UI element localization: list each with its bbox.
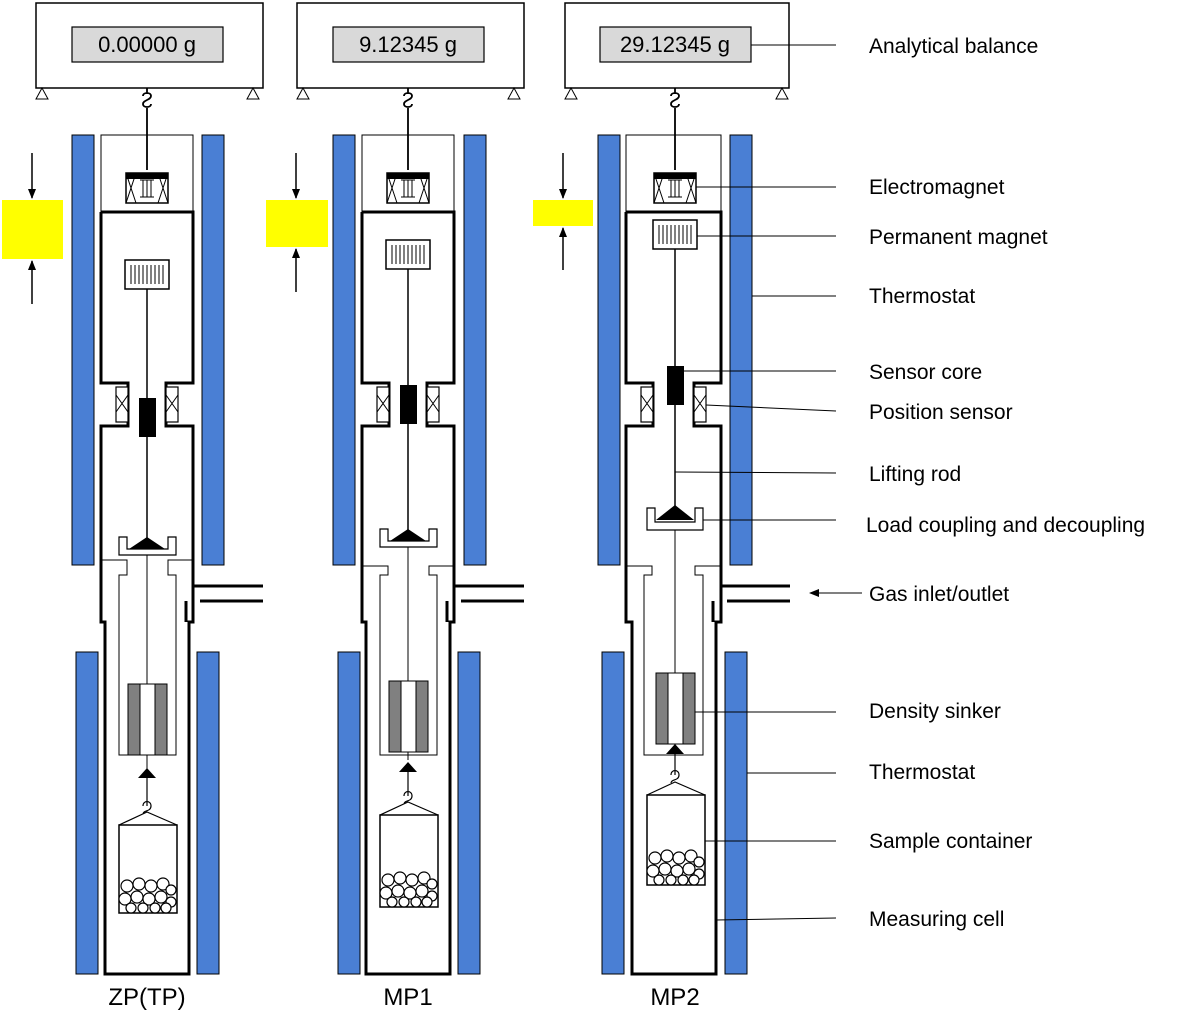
gap-indicator bbox=[2, 200, 63, 259]
sample-particles bbox=[646, 849, 705, 886]
label-thermostat-upper: Thermostat bbox=[869, 285, 975, 308]
gap-indicator bbox=[266, 200, 328, 247]
leader-lifting-rod bbox=[674, 471, 837, 474]
upper-housing bbox=[625, 134, 722, 212]
gas-inlet-outlet bbox=[445, 584, 524, 622]
position-sensor-right bbox=[165, 386, 179, 423]
sample-container-hanger bbox=[646, 754, 706, 796]
label-thermostat-lower: Thermostat bbox=[869, 761, 975, 784]
inner-tube bbox=[626, 565, 721, 756]
label-load-coupling: Load coupling and decoupling bbox=[866, 514, 1145, 537]
load-coupling bbox=[379, 528, 438, 548]
column-label: ZP(TP) bbox=[108, 984, 185, 1011]
column-zp-tp: 0.00000 g bbox=[2, 2, 264, 1011]
balance-reading: 0.00000 g bbox=[98, 32, 196, 57]
column-mp2: 29.12345 g bbox=[533, 2, 790, 1011]
thermostat-upper-right bbox=[463, 134, 487, 566]
balance-foot-left bbox=[35, 86, 49, 100]
thermostat-lower-right bbox=[724, 651, 748, 975]
label-permanent-magnet: Permanent magnet bbox=[869, 226, 1048, 249]
balance-hook bbox=[142, 88, 152, 170]
thermostat-upper-left bbox=[597, 134, 621, 566]
balance-display bbox=[332, 26, 485, 63]
gap-indicator bbox=[533, 200, 593, 226]
thermostat-lower-left bbox=[601, 651, 625, 975]
label-sample-container: Sample container bbox=[869, 830, 1032, 853]
balance-reading: 29.12345 g bbox=[620, 32, 730, 57]
thermostat-upper-right bbox=[201, 134, 225, 566]
balance-foot-right bbox=[246, 86, 260, 100]
position-sensor-left bbox=[115, 386, 129, 423]
leader-measuring-cell bbox=[715, 917, 837, 921]
balance-reading: 9.12345 g bbox=[359, 32, 457, 57]
position-sensor-right bbox=[426, 386, 440, 423]
sample-particles bbox=[118, 877, 177, 914]
load-coupling bbox=[646, 507, 704, 531]
label-density-sinker: Density sinker bbox=[869, 700, 1001, 723]
sensor-core bbox=[400, 385, 417, 424]
thermostat-upper-left bbox=[71, 134, 95, 566]
label-analytical-balance: Analytical balance bbox=[869, 35, 1038, 58]
thermostat-lower-right bbox=[196, 651, 220, 975]
thermostat-lower-left bbox=[75, 651, 99, 975]
sample-particles bbox=[379, 871, 438, 908]
thermostat-lower-left bbox=[337, 651, 361, 975]
callout-labels: Analytical balance Electromagnet Permane… bbox=[866, 35, 1145, 931]
balance-hook bbox=[403, 88, 413, 170]
column-label: MP2 bbox=[650, 984, 699, 1011]
balance-foot-right bbox=[507, 86, 521, 100]
sensor-core bbox=[667, 366, 684, 405]
sensor-core bbox=[139, 398, 156, 437]
callout-leaders bbox=[674, 44, 862, 921]
upper-housing bbox=[361, 134, 455, 212]
sample-container-hanger bbox=[379, 772, 439, 816]
balance-hook bbox=[670, 88, 680, 170]
balance-foot-left bbox=[564, 86, 578, 100]
balance-foot-left bbox=[296, 86, 310, 100]
column-mp1: 9.12345 g bbox=[266, 2, 525, 1011]
balance-display bbox=[71, 26, 224, 63]
position-sensor-right bbox=[693, 386, 707, 423]
position-sensor-left bbox=[640, 386, 654, 423]
label-gas-inlet-outlet: Gas inlet/outlet bbox=[869, 583, 1009, 606]
balance-foot-right bbox=[775, 86, 789, 100]
label-lifting-rod: Lifting rod bbox=[869, 463, 961, 486]
gas-inlet-outlet bbox=[711, 584, 790, 622]
thermostat-lower-right bbox=[457, 651, 481, 975]
column-label: MP1 bbox=[383, 984, 432, 1011]
position-sensor-left bbox=[376, 386, 390, 423]
load-coupling bbox=[118, 536, 177, 556]
upper-housing bbox=[100, 134, 194, 212]
sample-container-hanger bbox=[118, 778, 178, 826]
leader-position-sensor bbox=[705, 404, 837, 412]
label-measuring-cell: Measuring cell bbox=[869, 908, 1004, 931]
gas-inlet-outlet bbox=[184, 584, 263, 622]
label-position-sensor: Position sensor bbox=[869, 401, 1013, 424]
thermostat-upper-right bbox=[729, 134, 753, 566]
label-sensor-core: Sensor core bbox=[869, 361, 982, 384]
thermostat-upper-left bbox=[332, 134, 356, 566]
label-electromagnet: Electromagnet bbox=[869, 176, 1005, 199]
